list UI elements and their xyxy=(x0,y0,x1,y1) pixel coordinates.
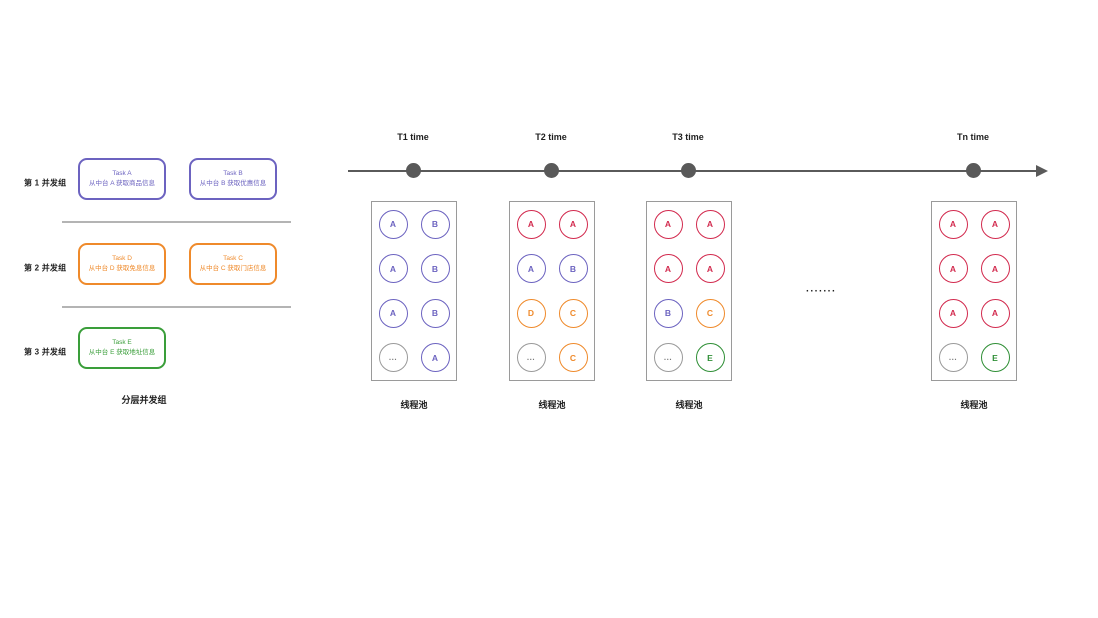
thread-pool-1: A B A B A B ... A xyxy=(371,201,457,381)
concurrency-group-1: 第 1 并发组 Task A 从中台 A 获取商品信息 Task B 从中台 B… xyxy=(0,158,330,208)
task-desc: 从中台 B 获取优惠信息 xyxy=(199,180,267,187)
thread-circle[interactable]: A xyxy=(653,209,683,239)
thread-circle[interactable]: A xyxy=(378,209,408,239)
task-title: Task A xyxy=(112,170,132,178)
thread-circle[interactable]: A xyxy=(938,254,968,284)
group-label-2: 第 2 并发组 xyxy=(24,263,67,273)
pool-caption-2: 线程池 xyxy=(538,400,566,410)
thread-circle[interactable]: D xyxy=(516,298,546,328)
task-box-a[interactable]: Task A 从中台 A 获取商品信息 xyxy=(78,158,166,200)
thread-pool-n: A A A A A A ... E xyxy=(931,201,1017,381)
task-title: Task E xyxy=(112,339,132,347)
group-divider-1 xyxy=(62,221,291,223)
task-desc: 从中台 C 获取门店信息 xyxy=(199,265,267,272)
thread-circle[interactable]: A xyxy=(558,209,588,239)
tick-label-t1: T1 time xyxy=(397,132,429,142)
tick-dot-t3[interactable] xyxy=(681,163,696,178)
pool-caption-1: 线程池 xyxy=(400,400,428,410)
task-desc: 从中台 D 获取免息信息 xyxy=(88,265,156,272)
thread-circle[interactable]: E xyxy=(980,343,1010,373)
concurrency-group-3: 第 3 并发组 Task E 从中台 E 获取地址信息 xyxy=(0,327,330,377)
thread-circle[interactable]: A xyxy=(516,254,546,284)
task-title: Task C xyxy=(223,255,243,263)
thread-circle[interactable]: A xyxy=(980,298,1010,328)
thread-circle[interactable]: A xyxy=(938,209,968,239)
thread-pool-timeline-panel: T1 time T2 time T3 time Tn time A B A B … xyxy=(348,132,1048,410)
thread-circle[interactable]: B xyxy=(558,254,588,284)
thread-circle[interactable]: C xyxy=(558,343,588,373)
pools-continuation-ellipsis: ······· xyxy=(806,286,837,297)
task-box-d[interactable]: Task D 从中台 D 获取免息信息 xyxy=(78,243,166,285)
tick-dot-t1[interactable] xyxy=(406,163,421,178)
task-title: Task D xyxy=(112,255,132,263)
group-divider-2 xyxy=(62,306,291,308)
tick-dot-tn[interactable] xyxy=(966,163,981,178)
thread-circle[interactable]: B xyxy=(653,298,683,328)
thread-circle[interactable]: A xyxy=(420,343,450,373)
task-box-e[interactable]: Task E 从中台 E 获取地址信息 xyxy=(78,327,166,369)
left-panel-caption: 分层并发组 xyxy=(121,395,167,405)
thread-circle[interactable]: A xyxy=(980,254,1010,284)
thread-circle-idle[interactable]: ... xyxy=(378,343,408,373)
thread-circle[interactable]: A xyxy=(980,209,1010,239)
thread-circle-idle[interactable]: ... xyxy=(938,343,968,373)
thread-pool-2: A A A B D C ... C xyxy=(509,201,595,381)
thread-circle[interactable]: E xyxy=(695,343,725,373)
thread-circle-idle[interactable]: ... xyxy=(653,343,683,373)
group-label-3: 第 3 并发组 xyxy=(24,347,67,357)
thread-circle[interactable]: A xyxy=(695,254,725,284)
thread-circle[interactable]: B xyxy=(420,298,450,328)
thread-pool-3: A A A A B C ... E xyxy=(646,201,732,381)
task-box-b[interactable]: Task B 从中台 B 获取优惠信息 xyxy=(189,158,277,200)
thread-circle[interactable]: B xyxy=(420,254,450,284)
timeline-arrow-icon xyxy=(1036,165,1048,177)
thread-circle[interactable]: A xyxy=(378,298,408,328)
task-desc: 从中台 A 获取商品信息 xyxy=(88,180,156,187)
thread-circle[interactable]: A xyxy=(695,209,725,239)
group-label-1: 第 1 并发组 xyxy=(24,178,67,188)
thread-circle[interactable]: B xyxy=(420,209,450,239)
task-title: Task B xyxy=(223,170,243,178)
tick-label-tn: Tn time xyxy=(956,132,990,142)
thread-circle[interactable]: C xyxy=(695,298,725,328)
task-desc: 从中台 E 获取地址信息 xyxy=(88,349,156,356)
thread-circle[interactable]: A xyxy=(938,298,968,328)
thread-circle[interactable]: C xyxy=(558,298,588,328)
task-box-c[interactable]: Task C 从中台 C 获取门店信息 xyxy=(189,243,277,285)
thread-circle[interactable]: A xyxy=(516,209,546,239)
pool-caption-n: 线程池 xyxy=(960,400,988,410)
thread-circle[interactable]: A xyxy=(378,254,408,284)
tick-label-t2: T2 time xyxy=(535,132,567,142)
layered-concurrency-groups-panel: 第 1 并发组 Task A 从中台 A 获取商品信息 Task B 从中台 B… xyxy=(0,0,330,430)
thread-circle-idle[interactable]: ... xyxy=(516,343,546,373)
tick-label-t3: T3 time xyxy=(672,132,704,142)
thread-circle[interactable]: A xyxy=(653,254,683,284)
concurrency-group-2: 第 2 并发组 Task D 从中台 D 获取免息信息 Task C 从中台 C… xyxy=(0,243,330,293)
pool-caption-3: 线程池 xyxy=(675,400,703,410)
tick-dot-t2[interactable] xyxy=(544,163,559,178)
